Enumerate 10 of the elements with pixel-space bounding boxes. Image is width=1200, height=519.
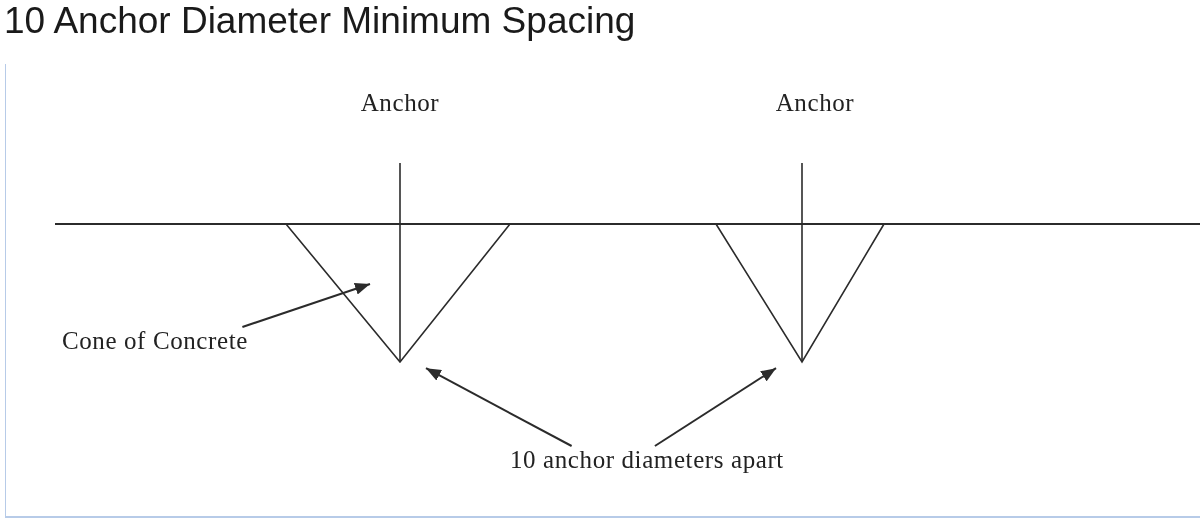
anchor-label: Anchor bbox=[775, 89, 855, 117]
leader-arrow bbox=[653, 367, 777, 447]
cone-callout-text: Cone of Concrete bbox=[62, 327, 248, 355]
anchor-label: Anchor bbox=[360, 89, 440, 117]
spacing-callout-text: 10 anchor diameters apart bbox=[510, 446, 784, 474]
diagram-title: 10 Anchor Diameter Minimum Spacing bbox=[4, 0, 636, 43]
leader-arrow bbox=[241, 283, 371, 328]
concrete-cone bbox=[716, 224, 884, 362]
leader-arrow bbox=[425, 367, 573, 447]
concrete-cone bbox=[286, 224, 510, 362]
